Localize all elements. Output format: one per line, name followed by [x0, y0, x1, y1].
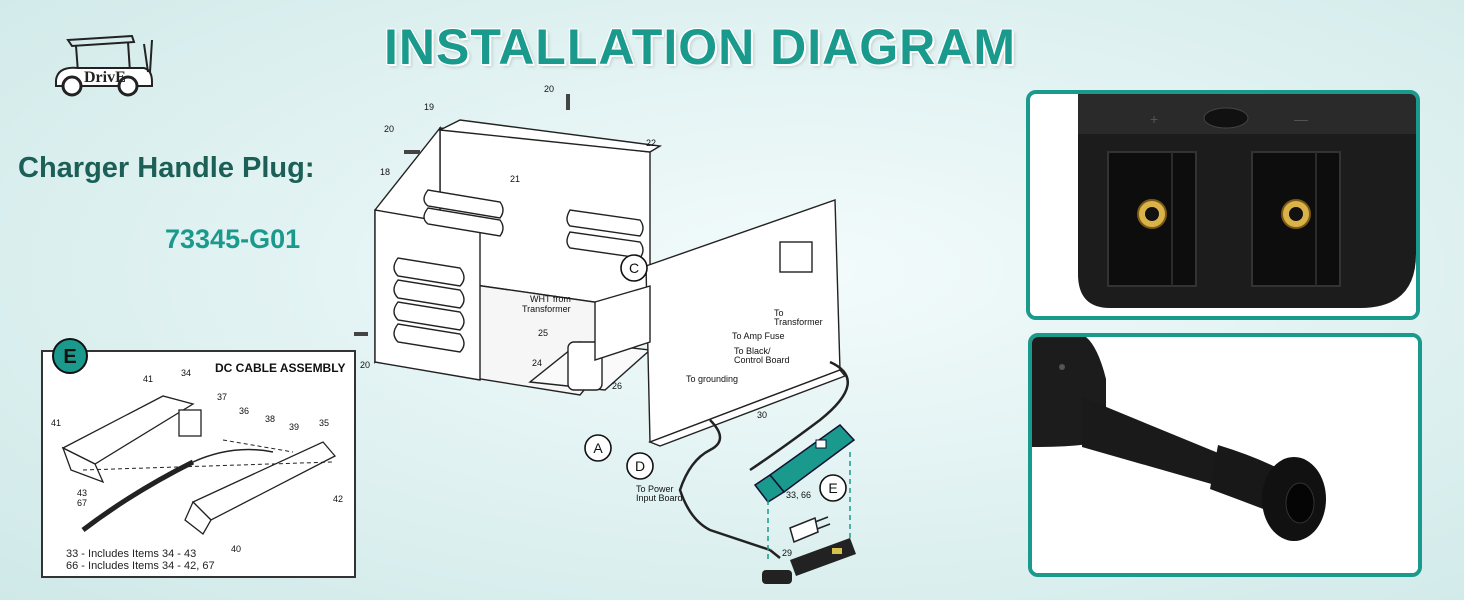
- exploded-charger-diagram: A C D E 18 19 20 20 20 21 22 24 25 26 29…: [350, 80, 870, 595]
- svg-text:+: +: [1150, 111, 1158, 127]
- svg-text:38: 38: [265, 414, 275, 424]
- svg-text:26: 26: [612, 381, 622, 391]
- svg-text:30: 30: [757, 410, 767, 420]
- svg-text:43: 43: [77, 488, 87, 498]
- inset-e-badge: E: [52, 338, 88, 374]
- svg-text:To Black/: To Black/: [734, 346, 771, 356]
- svg-text:42: 42: [333, 494, 343, 504]
- callout-e: E: [828, 480, 837, 496]
- svg-text:35: 35: [319, 418, 329, 428]
- svg-text:25: 25: [538, 328, 548, 338]
- svg-text:29: 29: [782, 548, 792, 558]
- svg-text:37: 37: [217, 392, 227, 402]
- svg-text:To grounding: To grounding: [686, 374, 738, 384]
- svg-text:Transformer: Transformer: [522, 304, 571, 314]
- callout-a: A: [593, 440, 603, 456]
- svg-text:20: 20: [544, 84, 554, 94]
- svg-text:Transformer: Transformer: [774, 317, 823, 327]
- callout-d: D: [635, 458, 645, 474]
- part-number: 73345-G01: [165, 224, 301, 254]
- svg-text:40: 40: [231, 544, 241, 554]
- svg-text:67: 67: [77, 498, 87, 508]
- svg-text:34: 34: [181, 368, 191, 378]
- dc-cable-assembly-inset: DC CABLE ASSEMBLY 41 34 37 36 38 39 35 4…: [41, 350, 356, 578]
- svg-text:WHT from: WHT from: [530, 294, 571, 304]
- svg-text:Input Board: Input Board: [636, 493, 683, 503]
- svg-text:33, 66: 33, 66: [786, 490, 811, 500]
- svg-text:36: 36: [239, 406, 249, 416]
- inset-note-66: 66 - Includes Items 34 - 42, 67: [66, 560, 215, 572]
- svg-text:—: —: [1294, 111, 1308, 127]
- svg-text:DrivE: DrivE: [84, 69, 126, 86]
- inset-title: DC CABLE ASSEMBLY: [215, 361, 346, 375]
- svg-text:To: To: [774, 308, 784, 318]
- svg-text:19: 19: [424, 102, 434, 112]
- svg-text:Control Board: Control Board: [734, 355, 790, 365]
- svg-text:To Power: To Power: [636, 484, 674, 494]
- svg-text:41: 41: [143, 374, 153, 384]
- brand-logo: DrivE: [48, 26, 160, 102]
- svg-text:22: 22: [646, 138, 656, 148]
- svg-text:39: 39: [289, 422, 299, 432]
- handle-plug-side-photo: [1028, 333, 1422, 577]
- svg-text:To Amp Fuse: To Amp Fuse: [732, 331, 785, 341]
- page-title: INSTALLATION DIAGRAM: [384, 19, 1016, 75]
- svg-text:21: 21: [510, 174, 520, 184]
- charger-handle-plug-label: Charger Handle Plug:: [18, 152, 315, 184]
- svg-text:20: 20: [360, 360, 370, 370]
- callout-c: C: [629, 260, 639, 276]
- svg-text:18: 18: [380, 167, 390, 177]
- svg-text:24: 24: [532, 358, 542, 368]
- connector-face-photo: + —: [1026, 90, 1420, 320]
- svg-text:20: 20: [384, 124, 394, 134]
- svg-text:41: 41: [51, 418, 61, 428]
- inset-note-33: 33 - Includes Items 34 - 43: [66, 548, 197, 560]
